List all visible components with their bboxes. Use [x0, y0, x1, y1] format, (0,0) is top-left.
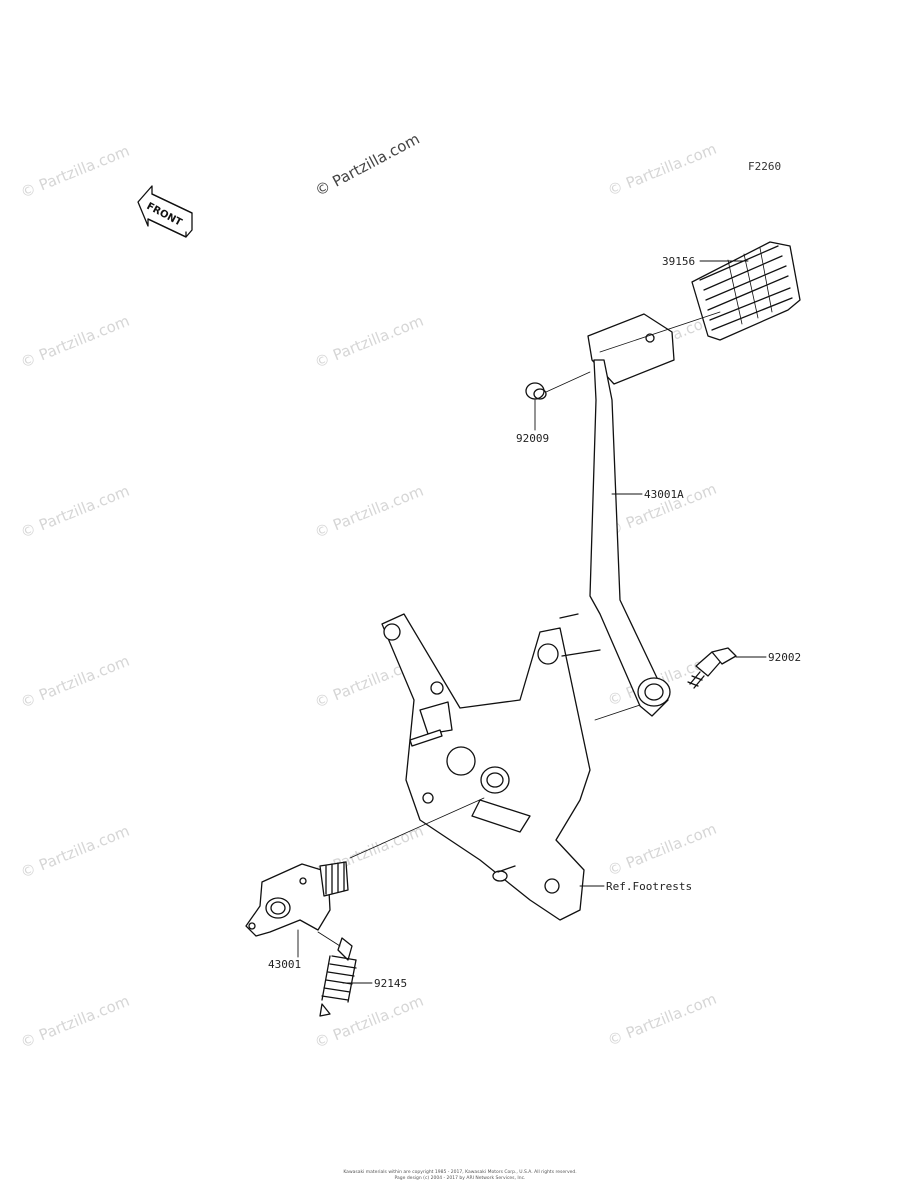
bolt-92002	[687, 647, 737, 689]
copyright-line-1: Kawasaki materials within are copyright …	[343, 1170, 577, 1175]
part-label-39156[interactable]: 39156	[662, 255, 696, 268]
pedal-pad	[691, 241, 801, 341]
brake-lever-43001	[245, 797, 485, 937]
part-label-43001[interactable]: 43001	[268, 958, 302, 971]
spring-92145	[317, 931, 357, 1017]
part-label-92145[interactable]: 92145	[374, 977, 408, 990]
pedal-plate	[587, 313, 675, 385]
brake-pedal-arm	[589, 359, 669, 717]
front-arrow-icon: FRONT	[137, 185, 193, 238]
copyright-footer: Kawasaki materials within are copyright …	[300, 1170, 620, 1182]
part-label-43001a[interactable]: 43001A	[644, 488, 684, 501]
diagram-code: F2260	[748, 160, 782, 173]
part-label-92009[interactable]: 92009	[516, 432, 550, 445]
copyright-line-2: Page design (c) 2004 - 2017 by ARI Netwo…	[394, 1176, 526, 1181]
footrest-bracket	[381, 613, 591, 921]
part-label-92002[interactable]: 92002	[768, 651, 802, 664]
part-label-ref-footrests[interactable]: Ref.Footrests	[606, 880, 693, 893]
leader-lines	[297, 260, 767, 984]
